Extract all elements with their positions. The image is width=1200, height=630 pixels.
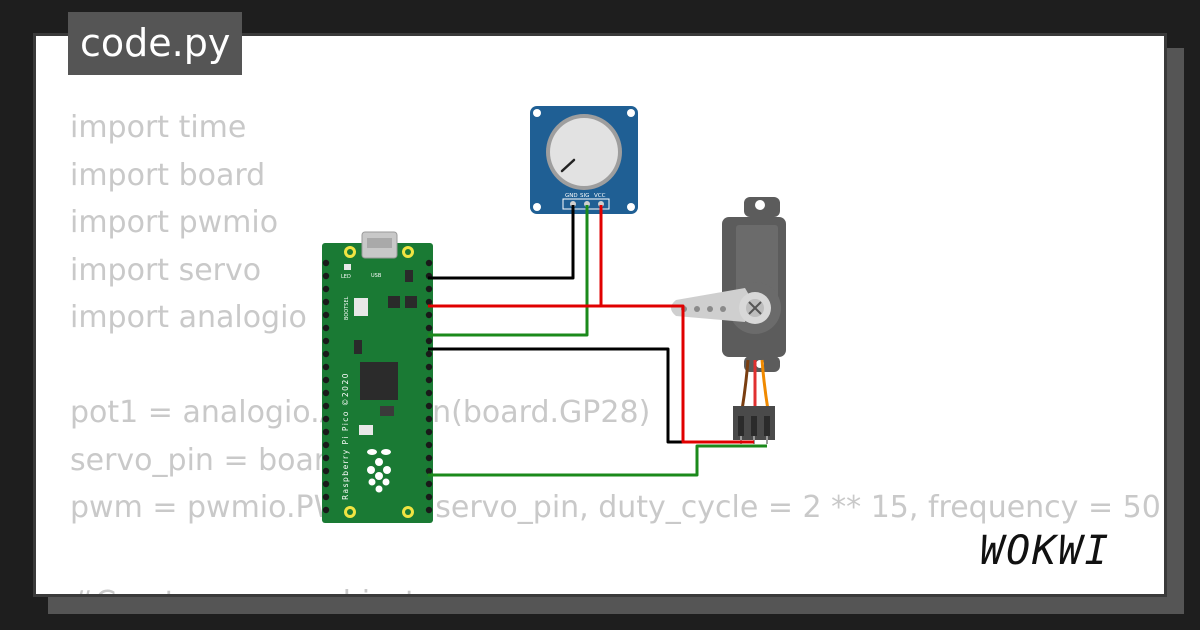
pico-pin[interactable]	[322, 324, 330, 332]
led	[344, 264, 351, 270]
pico-pin[interactable]	[322, 272, 330, 280]
pico-pin[interactable]	[425, 324, 433, 332]
pico-pin-header	[322, 259, 433, 514]
pico-board-text: Raspberry Pi Pico ©2020	[341, 372, 350, 500]
pico-pin[interactable]	[322, 298, 330, 306]
pico-pin[interactable]	[322, 337, 330, 345]
pot-pin-sig: SIG	[580, 193, 589, 199]
wire-pot-vcc[interactable]	[428, 205, 603, 308]
pico-pin[interactable]	[322, 311, 330, 319]
pico-pin[interactable]	[425, 493, 433, 501]
code-line: #Create a servo object	[70, 579, 1164, 594]
pico-pin[interactable]	[425, 467, 433, 475]
pico-pin[interactable]	[322, 415, 330, 423]
pico-pin[interactable]	[425, 415, 433, 423]
pico-pin[interactable]	[322, 428, 330, 436]
code-line: import time	[70, 110, 247, 145]
code-line: import board	[70, 157, 266, 193]
pico-pin[interactable]	[322, 363, 330, 371]
pico-pin[interactable]	[322, 402, 330, 410]
pico-pin[interactable]	[322, 285, 330, 293]
pico-pin[interactable]	[425, 506, 433, 514]
pico-pin[interactable]	[425, 389, 433, 397]
potentiometer-module[interactable]: GND SIG VCC	[530, 106, 638, 214]
potentiometer-knob[interactable]	[550, 118, 618, 186]
file-tab: code.py	[68, 12, 243, 75]
pico-pin[interactable]	[425, 428, 433, 436]
pico-pin[interactable]	[425, 363, 433, 371]
pico-pin[interactable]	[322, 389, 330, 397]
pico-pin[interactable]	[322, 441, 330, 449]
code-line: import analogio	[70, 300, 307, 335]
pico-pin[interactable]	[425, 480, 433, 488]
bootsel-button[interactable]	[354, 298, 368, 316]
pot-pin-gnd: GND	[565, 193, 578, 199]
wire-servo-gnd[interactable]	[428, 347, 741, 444]
rp2040-chip	[360, 362, 398, 400]
wire-servo-vcc[interactable]	[428, 304, 754, 444]
pico-pin[interactable]	[425, 441, 433, 449]
wokwi-logo: WOKWI	[980, 528, 1110, 574]
pico-pin[interactable]	[322, 493, 330, 501]
code-line: import servo	[70, 252, 262, 288]
pot-pin-vcc: VCC	[594, 193, 606, 199]
pico-pin[interactable]	[425, 454, 433, 462]
usb-label: USB	[371, 273, 382, 279]
pico-pin[interactable]	[425, 376, 433, 384]
raspberry-logo	[367, 449, 391, 493]
pico-pin[interactable]	[322, 454, 330, 462]
pico-pin[interactable]	[322, 376, 330, 384]
led-label: LED	[341, 274, 351, 280]
servo-horn[interactable]	[671, 288, 752, 322]
wire-pot-gnd[interactable]	[428, 205, 575, 280]
pico-pin[interactable]	[425, 402, 433, 410]
pico-board[interactable]: LED USB BOOTSEL Raspberry Pi Pico ©2020	[322, 231, 433, 523]
code-line: import pwmio	[70, 205, 279, 240]
pico-pin[interactable]	[322, 467, 330, 475]
wire-servo-signal[interactable]	[428, 444, 767, 477]
pico-pin[interactable]	[322, 480, 330, 488]
pico-pin[interactable]	[322, 506, 330, 514]
wokwi-logo-text: WOKWI	[980, 528, 1110, 574]
pico-pin[interactable]	[425, 298, 433, 306]
pico-pin[interactable]	[322, 350, 330, 358]
pico-pin[interactable]	[425, 337, 433, 345]
pico-pin[interactable]	[425, 350, 433, 358]
pico-pin[interactable]	[322, 259, 330, 267]
pico-pin[interactable]	[425, 259, 433, 267]
pico-pin[interactable]	[425, 285, 433, 293]
wire-pot-sig[interactable]	[428, 205, 589, 337]
servo-motor[interactable]	[671, 197, 786, 444]
bootsel-label: BOOTSEL	[344, 296, 350, 320]
pico-pin[interactable]	[425, 311, 433, 319]
wires	[428, 205, 767, 477]
